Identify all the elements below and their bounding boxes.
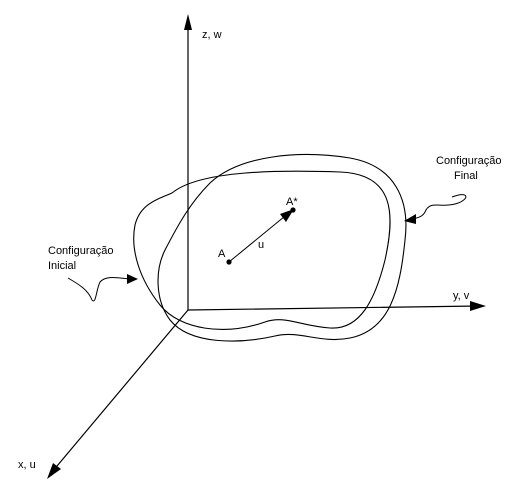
- y-axis-label: y, v: [453, 290, 470, 302]
- point-a-marker: [226, 259, 232, 265]
- x-axis-arrowhead: [47, 463, 61, 479]
- point-a-star-label: A*: [286, 196, 298, 208]
- final-callout-leader: [408, 194, 467, 221]
- initial-callout-arrowhead: [127, 274, 138, 284]
- y-axis: [187, 305, 479, 311]
- x-axis: [51, 309, 189, 473]
- displacement-label: u: [258, 239, 264, 251]
- callout-leaders: [67, 194, 467, 302]
- z-axis-label: z, w: [202, 29, 222, 41]
- displacement-vector: [226, 207, 296, 265]
- axes: [51, 20, 479, 473]
- final-configuration-outline: [157, 154, 407, 342]
- y-axis-arrowhead: [470, 301, 486, 311]
- axis-arrowheads: [47, 14, 486, 479]
- initial-configuration-outline: [133, 170, 391, 330]
- callout-arrowheads: [127, 214, 416, 284]
- initial-callout-line2: Inicial: [48, 260, 76, 272]
- displacement-line: [228, 211, 291, 263]
- x-axis-label: x, u: [18, 459, 36, 471]
- initial-callout-leader: [67, 277, 132, 302]
- final-callout-line1: Configuração: [436, 155, 501, 167]
- final-callout-arrowhead: [404, 214, 416, 224]
- point-a-label: A: [218, 248, 226, 260]
- displacement-arrowhead: [280, 209, 294, 222]
- z-axis-arrowhead: [184, 14, 192, 30]
- final-callout-line2: Final: [454, 170, 478, 182]
- initial-callout-line1: Configuração: [48, 245, 113, 257]
- point-a-star-marker: [290, 207, 296, 213]
